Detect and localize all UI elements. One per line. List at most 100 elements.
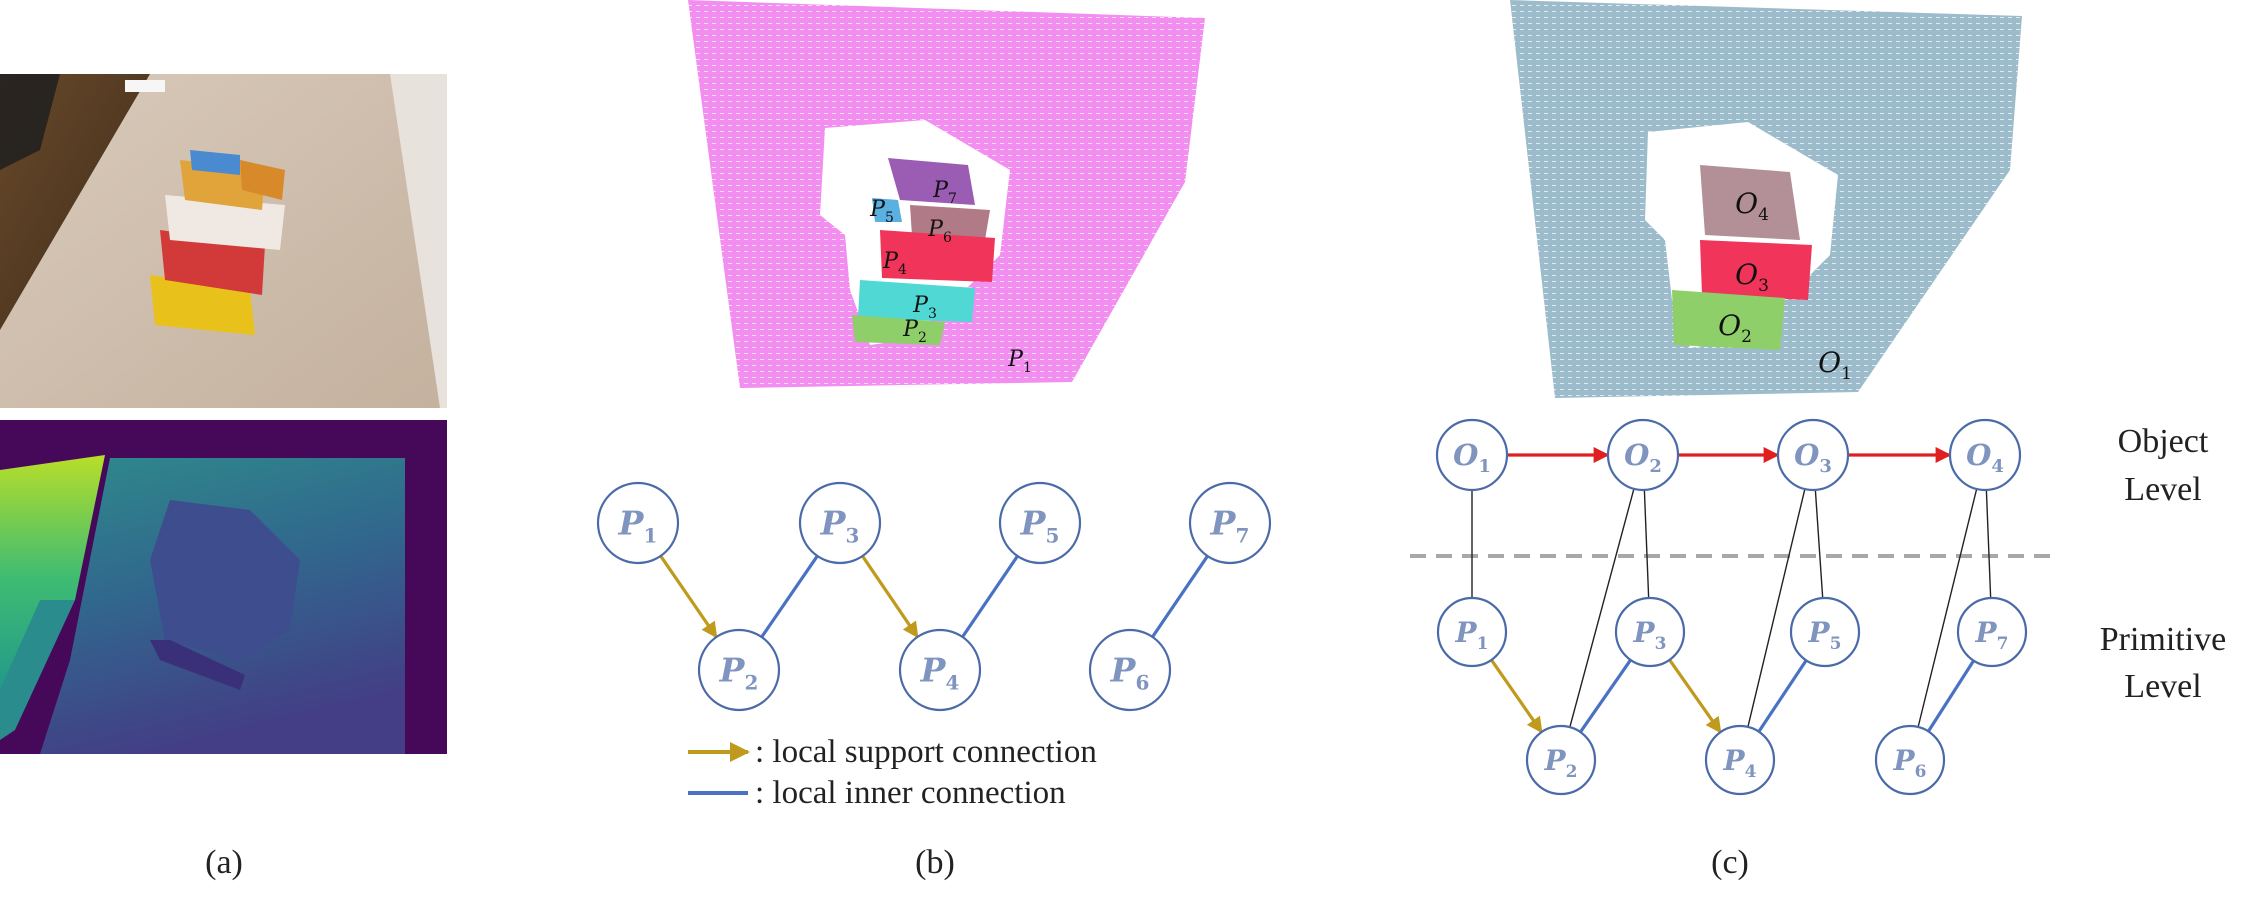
segment-label-o4-letter: O	[1735, 187, 1758, 220]
segment-label-p5-subscript: 5	[885, 210, 894, 226]
node-b-p2-label-letter: P	[719, 651, 746, 690]
node-c-p2-label-subscript: 2	[1566, 762, 1578, 782]
segment-label-p1: P1	[1007, 347, 1032, 376]
node-b-p3-circle	[798, 481, 882, 565]
node-c-o2-circle	[1606, 418, 1680, 492]
segment-label-o1-subscript: 1	[1841, 364, 1852, 384]
node-b-p1-label-letter: P	[618, 504, 645, 543]
node-c-p1-label: P1	[1455, 616, 1489, 654]
node-c-o4-label: O4	[1966, 438, 2004, 477]
node-c-o2-label-subscript: 2	[1649, 456, 1662, 477]
node-b-p1-circle	[596, 481, 680, 565]
segment-label-p4-subscript: 4	[898, 262, 907, 278]
edge-c-member-o4-p7	[1985, 489, 1992, 599]
node-b-p6-circle	[1088, 628, 1172, 712]
edge-c-member-o2-p2	[1569, 488, 1635, 728]
node-c-p5-label-subscript: 5	[1830, 634, 1842, 654]
node-c-p7-label-letter: P	[1975, 616, 1998, 649]
node-b-p3-label-letter: P	[820, 504, 847, 543]
edge-c-member-o2-p3	[1643, 489, 1650, 599]
node-b-p4-label-letter: P	[920, 651, 947, 690]
node-b-p6: P6	[1088, 628, 1172, 712]
node-c-p1-label-letter: P	[1455, 616, 1478, 649]
node-c-o2: O2	[1606, 418, 1680, 492]
node-c-p4-label: P4	[1723, 744, 1757, 782]
edge-b-support-p1-p2	[659, 555, 718, 639]
node-c-p6: P6	[1874, 724, 1946, 796]
node-c-o2-label-letter: O	[1624, 438, 1649, 472]
node-b-p1: P1	[596, 481, 680, 565]
node-b-p1-label-subscript: 1	[643, 524, 657, 548]
node-c-p1-label-subscript: 1	[1477, 634, 1489, 654]
node-b-p4-circle	[898, 628, 982, 712]
node-c-p4-label-letter: P	[1723, 744, 1746, 777]
segment-label-o3: O3	[1735, 258, 1769, 296]
node-b-p5-label-letter: P	[1020, 504, 1047, 543]
node-c-p3-label-subscript: 3	[1655, 634, 1667, 654]
graph-c-edges	[1471, 447, 1992, 734]
node-c-o1-label: O1	[1453, 438, 1491, 477]
segment-p7-region	[888, 158, 975, 205]
edge-b-inner-p4-p5	[961, 555, 1019, 638]
segment-label-p7-letter: P	[932, 178, 949, 203]
node-c-p2-label-letter: P	[1544, 744, 1567, 777]
segment-label-p2-letter: P	[902, 317, 919, 342]
edge-c-support-p1-p2	[1490, 659, 1543, 734]
node-b-p2-circle	[697, 628, 781, 712]
edge-c-member-o4-p6	[1917, 488, 1978, 728]
object-level-label-line1: Object	[2118, 423, 2209, 460]
node-b-p7-label: P7	[1210, 504, 1250, 548]
depth-map	[0, 420, 447, 754]
segment-o3-region	[1700, 240, 1812, 300]
segment-label-p1-letter: P	[1007, 347, 1024, 372]
segment-label-p6-subscript: 6	[943, 230, 952, 246]
node-c-o3-label-letter: O	[1794, 438, 1819, 472]
segment-label-p3-subscript: 3	[928, 306, 937, 322]
node-c-o1: O1	[1435, 418, 1509, 492]
edge-c-inner-p4-p5	[1757, 659, 1808, 733]
node-b-p5-label: P5	[1020, 504, 1060, 548]
node-c-o1-circle	[1435, 418, 1509, 492]
node-b-p6-label: P6	[1110, 651, 1150, 695]
segment-label-p5-letter: P	[869, 197, 886, 222]
segment-label-p5: P5	[869, 197, 894, 226]
node-c-p4-label-subscript: 4	[1745, 762, 1757, 782]
edge-c-support-p3-p4	[1668, 658, 1722, 734]
edge-c-member-o3-p4	[1747, 488, 1806, 728]
segment-label-p3: P3	[912, 293, 937, 322]
node-c-o3-circle	[1776, 418, 1850, 492]
node-c-o2-label: O2	[1624, 438, 1662, 477]
segment-label-o3-letter: O	[1735, 258, 1758, 291]
node-c-p6-label-letter: P	[1893, 744, 1916, 777]
node-c-p2-circle	[1525, 724, 1597, 796]
segment-label-o3-subscript: 3	[1758, 276, 1769, 296]
segment-label-p4: P4	[882, 249, 907, 278]
node-c-o3-label: O3	[1794, 438, 1832, 477]
rgb-photo	[0, 74, 447, 408]
node-b-p3: P3	[798, 481, 882, 565]
segment-p6-region	[910, 205, 990, 240]
node-c-p3-label-letter: P	[1633, 616, 1656, 649]
node-c-o4-label-letter: O	[1966, 438, 1991, 472]
segment-p5-region	[872, 198, 902, 222]
node-c-p5-label: P5	[1808, 616, 1842, 654]
node-c-p7-circle	[1956, 596, 2028, 668]
edge-b-support-p3-p4	[861, 555, 919, 639]
node-c-o4-label-subscript: 4	[1991, 456, 2004, 477]
node-b-p2-label: P2	[719, 651, 759, 695]
segment-label-o4-subscript: 4	[1758, 205, 1769, 225]
segment-label-o1-letter: O	[1818, 346, 1841, 379]
node-b-p7-label-subscript: 7	[1235, 524, 1249, 548]
edge-b-inner-p2-p3	[760, 555, 819, 638]
segment-label-o2-letter: O	[1718, 309, 1741, 342]
node-c-p1: P1	[1436, 596, 1508, 668]
node-c-p5-label-letter: P	[1808, 616, 1831, 649]
node-c-p7-label: P7	[1975, 616, 2009, 654]
node-b-p5-label-subscript: 5	[1045, 524, 1059, 548]
primitive-level-label-line2: Level	[2124, 668, 2201, 705]
